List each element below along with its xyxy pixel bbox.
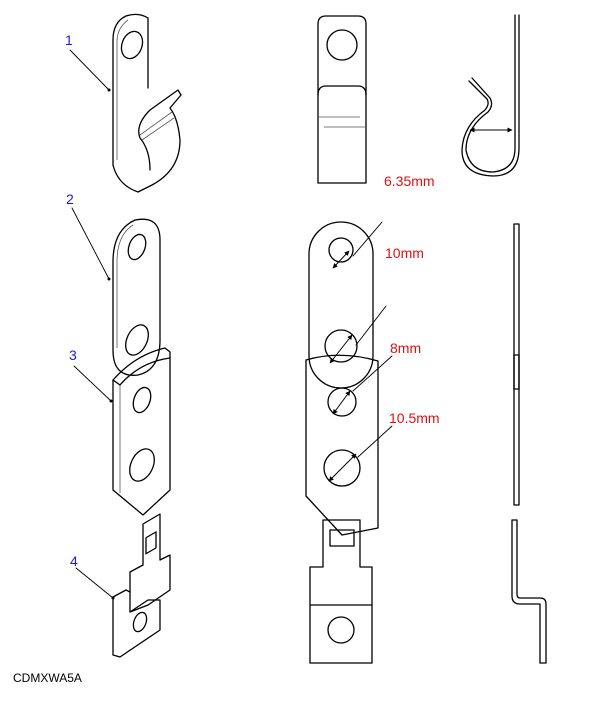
clip-1-side-view (461, 14, 520, 177)
svg-text:4: 4 (70, 553, 78, 569)
plate-3-isometric (112, 347, 171, 516)
callout-1: 1 (65, 32, 111, 92)
bracket-4-isometric (112, 513, 171, 658)
plate-2-front-view (308, 221, 387, 389)
dimension-10mm: 10mm (385, 245, 424, 261)
dimension-6-35mm: 6.35mm (384, 173, 435, 189)
dimension-8mm: 8mm (390, 340, 421, 356)
dimension-10-5mm: 10.5mm (389, 410, 440, 426)
clip-1-front-view (317, 15, 367, 184)
plate-3-side-view (513, 354, 520, 506)
plate-3-front-view (305, 354, 393, 536)
figure-code: CDMXWA5A (13, 671, 82, 685)
bracket-4-front-view (309, 519, 373, 664)
callout-3: 3 (69, 347, 113, 403)
clip-1-isometric (112, 13, 182, 193)
plate-2-isometric (112, 218, 161, 376)
svg-text:3: 3 (69, 347, 77, 363)
plate-2-side-view (513, 223, 520, 390)
svg-text:2: 2 (66, 191, 74, 207)
bracket-4-side-view (511, 519, 547, 664)
svg-text:1: 1 (65, 32, 73, 48)
callout-2: 2 (66, 191, 111, 281)
callout-4: 4 (70, 553, 115, 600)
